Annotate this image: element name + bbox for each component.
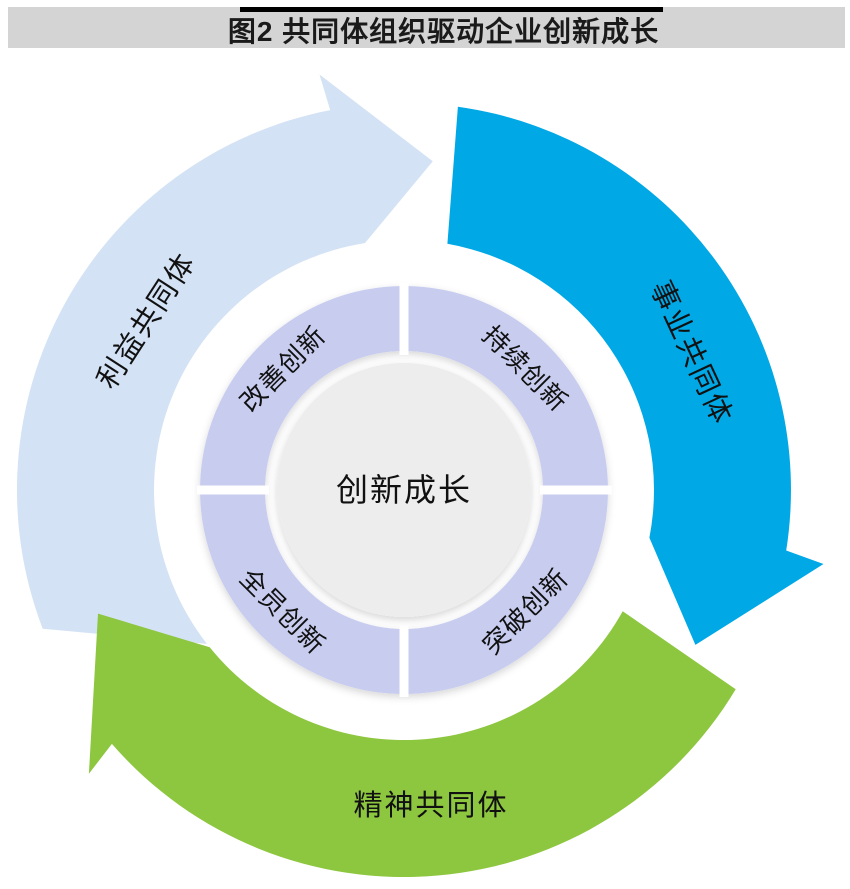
ring-divider-bottom <box>399 624 409 697</box>
center-label: 创新成长 <box>336 472 472 508</box>
ring-dividers <box>197 283 612 697</box>
figure-title: 图2 共同体组织驱动企业创新成长 <box>227 16 660 47</box>
arrow-spirit-community <box>88 611 736 877</box>
inner-ring <box>200 286 608 694</box>
title-top-bar <box>240 7 663 12</box>
arrow-career-community <box>447 106 824 645</box>
arrow-label-spirit-community: 精神共同体 <box>353 789 508 822</box>
arrow-benefit-community <box>16 74 433 644</box>
figure-title-band <box>8 7 845 48</box>
center-circle <box>277 363 531 617</box>
ring-divider-left <box>197 485 269 495</box>
ring-divider-top <box>399 283 409 355</box>
ring-divider-right <box>540 485 612 495</box>
